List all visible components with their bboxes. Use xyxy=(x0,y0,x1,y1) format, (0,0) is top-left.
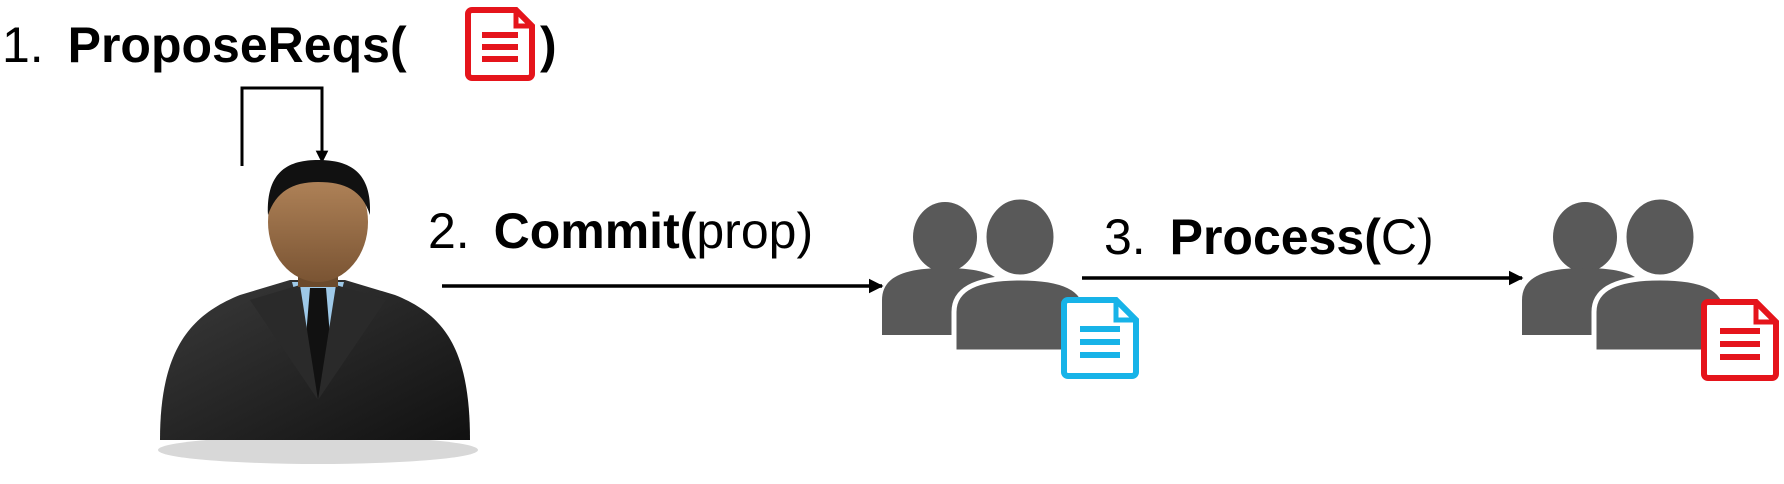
step3-argument: C xyxy=(1381,209,1417,265)
step3-close-paren: ) xyxy=(1417,209,1434,265)
user-group-icon xyxy=(1522,194,1729,355)
step3-label: 3. Process(C) xyxy=(1104,209,1434,265)
step3-number: 3. xyxy=(1104,209,1146,265)
self-loop-arrow xyxy=(240,86,329,166)
step2-number: 2. xyxy=(428,203,470,259)
step2-close-paren: ) xyxy=(796,203,813,259)
step1-close-paren: ) xyxy=(540,17,557,73)
step3-function: Process xyxy=(1170,209,1365,265)
step1-open-paren: ( xyxy=(390,17,407,73)
step2-function: Commit xyxy=(494,203,680,259)
step2-argument: prop xyxy=(696,203,796,259)
step1-function: ProposeReqs xyxy=(68,17,390,73)
red-document-icon xyxy=(1701,299,1779,381)
step1-label: 1. ProposeReqs( xyxy=(2,17,407,73)
step2-open-paren: ( xyxy=(680,203,697,259)
businessman-icon xyxy=(158,160,478,464)
step1-number: 1. xyxy=(2,17,44,73)
blue-document-icon xyxy=(1061,297,1139,379)
step2-label: 2. Commit(prop) xyxy=(428,203,813,259)
user-group-icon xyxy=(882,194,1089,355)
red-document-icon xyxy=(465,7,535,81)
step3-open-paren: ( xyxy=(1364,209,1381,265)
